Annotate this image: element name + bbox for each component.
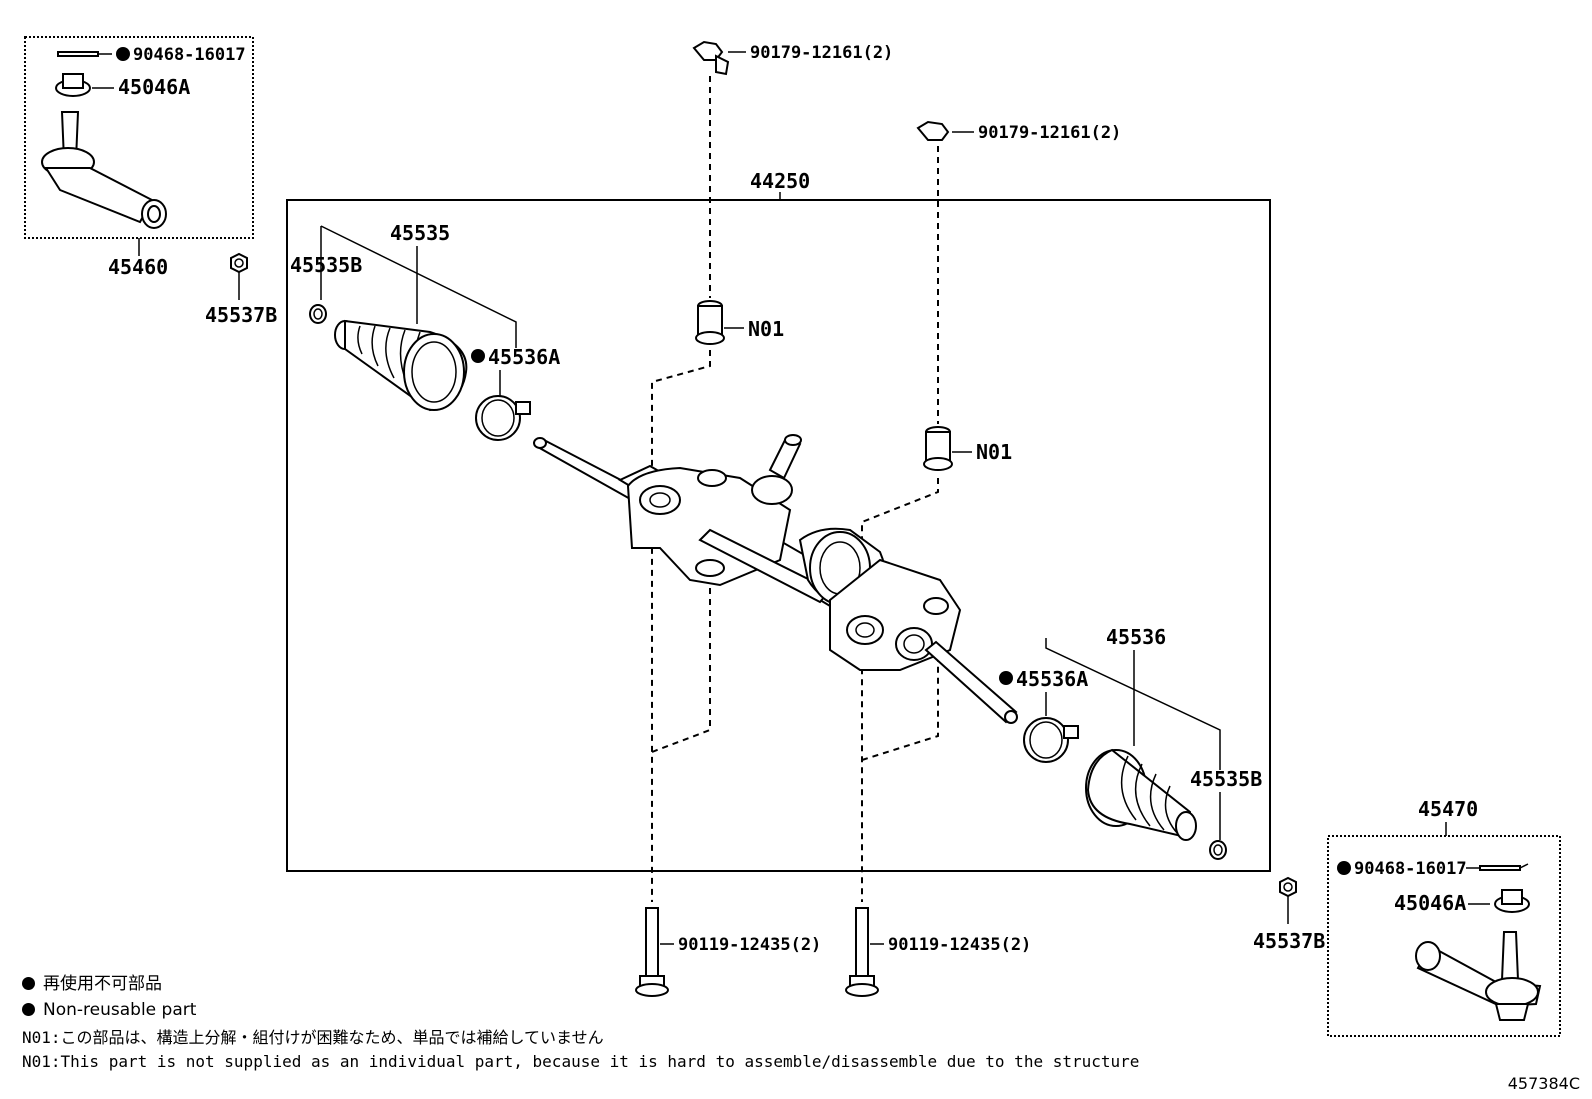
boot-right-icon <box>1085 748 1197 841</box>
castle-nut-left-icon <box>55 73 91 97</box>
clamp-small-right-icon <box>1209 840 1227 860</box>
label-top-nut-right: 90179-12161(2) <box>978 123 1121 143</box>
note-en-nonreusable: Non-reusable part <box>22 1000 196 1020</box>
clamp-large-right-icon <box>1023 717 1079 763</box>
non-reusable-dot-clamp-left <box>471 349 485 363</box>
castle-nut-right-icon <box>1494 889 1530 913</box>
note-en-n01: N01:This part is not supplied as an indi… <box>22 1052 1140 1071</box>
clamp-large-left-icon <box>475 395 531 441</box>
illustration-id: 457384C <box>1507 1074 1580 1093</box>
label-clip-left: 90468-16017 <box>133 45 246 65</box>
non-reusable-dot-left-clip <box>116 47 130 61</box>
cotter-pin-right-icon <box>1479 863 1529 871</box>
label-clamp-small-right: 45535B <box>1190 767 1262 791</box>
label-clamp-large-left: 45536A <box>488 345 560 369</box>
bolt-right-icon <box>845 907 879 997</box>
steering-rack-housing-icon <box>533 434 1018 724</box>
label-tie-end-right: 45470 <box>1418 797 1478 821</box>
note-jp-n01: N01:この部品は、構造上分解・組付けが困難なため、単品では補給していません <box>22 1028 604 1047</box>
cotter-pin-left-icon <box>57 51 112 57</box>
dashed-line-right-mount <box>861 478 939 902</box>
label-clamp-large-right: 45536A <box>1016 667 1088 691</box>
label-bushing-left: N01 <box>748 317 784 341</box>
bolt-left-icon <box>635 907 669 997</box>
tie-rod-end-right-box <box>1327 835 1561 1037</box>
note-jp-nonreusable: 再使用不可部品 <box>22 974 162 994</box>
boot-left-icon <box>334 319 468 412</box>
label-boot-right: 45536 <box>1106 625 1166 649</box>
top-nut-right-icon <box>916 120 950 141</box>
clamp-small-left-icon <box>309 304 327 324</box>
tie-rod-end-left-icon <box>41 111 167 229</box>
label-nut-left: 45046A <box>118 75 190 99</box>
non-reusable-dot-right-clip <box>1337 861 1351 875</box>
label-clip-right: 90468-16017 <box>1354 859 1467 879</box>
tie-rod-end-right-icon <box>1415 931 1542 1021</box>
tie-rod-end-left-box <box>24 36 254 239</box>
top-nut-left-icon <box>692 40 730 76</box>
label-bolt-left: 90119-12435(2) <box>678 935 821 955</box>
assembly-box <box>286 199 1271 872</box>
locknut-right-icon <box>1279 876 1297 898</box>
bullet-icon <box>22 977 35 990</box>
bullet-icon <box>22 1003 35 1016</box>
locknut-left-icon <box>230 252 248 274</box>
label-clamp-small-left: 45535B <box>290 253 362 277</box>
dashed-line-left-mount <box>651 350 711 902</box>
label-assembly: 44250 <box>750 169 810 193</box>
label-boot-left: 45535 <box>390 221 450 245</box>
label-locknut-left: 45537B <box>205 303 277 327</box>
non-reusable-dot-clamp-right <box>999 671 1013 685</box>
label-nut-right: 45046A <box>1394 891 1466 915</box>
bushing-right-icon <box>923 426 953 471</box>
label-tie-end-left: 45460 <box>108 255 168 279</box>
label-top-nut-left: 90179-12161(2) <box>750 43 893 63</box>
label-bushing-right: N01 <box>976 440 1012 464</box>
bushing-left-icon <box>695 300 725 345</box>
label-locknut-right: 45537B <box>1253 929 1325 953</box>
label-bolt-right: 90119-12435(2) <box>888 935 1031 955</box>
